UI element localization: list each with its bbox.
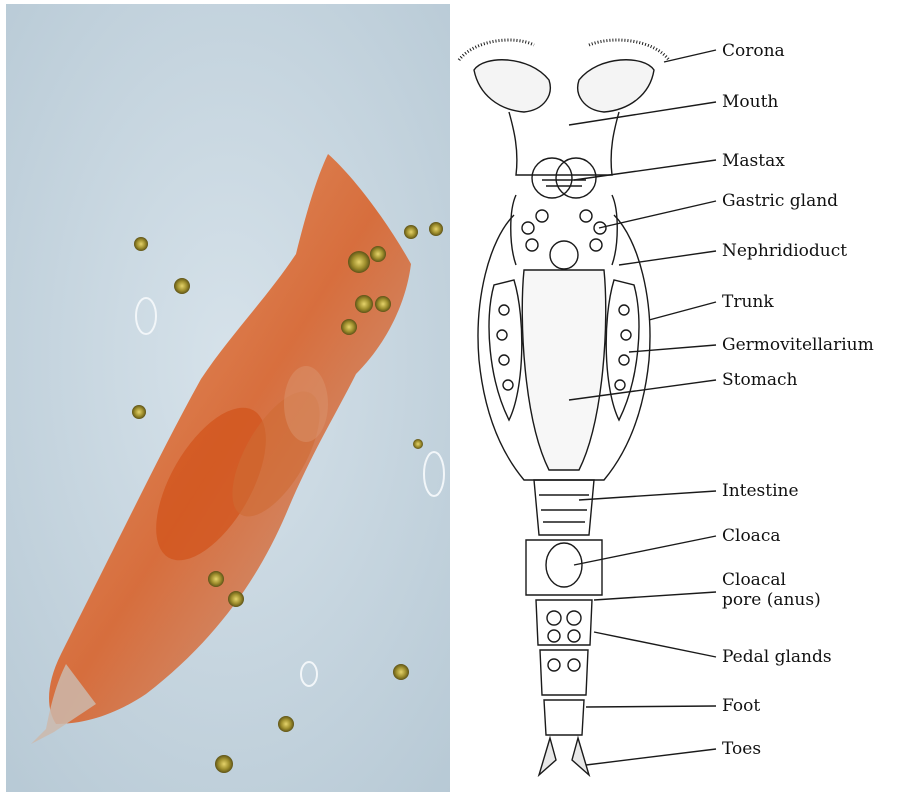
rotifer-diagram: Corona Mouth Mastax Gastric gland Nephri…: [454, 0, 916, 796]
label-mouth: Mouth: [722, 92, 778, 112]
label-trunk: Trunk: [722, 292, 774, 312]
label-cloaca: Cloaca: [722, 526, 780, 546]
micrograph-image: [6, 4, 450, 792]
label-corona: Corona: [722, 41, 785, 61]
label-gastric-gland: Gastric gland: [722, 191, 838, 211]
label-intestine: Intestine: [722, 481, 799, 501]
label-mastax: Mastax: [722, 151, 785, 171]
rotifer-micrograph: [6, 4, 450, 792]
rotifer-line-drawing: [454, 0, 916, 796]
label-germovitellarium: Germovitellarium: [722, 335, 874, 355]
label-stomach: Stomach: [722, 370, 797, 390]
label-foot: Foot: [722, 696, 760, 716]
label-pedal-glands: Pedal glands: [722, 647, 832, 667]
label-toes: Toes: [722, 739, 761, 759]
label-cloacal-pore: Cloacal pore (anus): [722, 570, 821, 610]
label-nephridioduct: Nephridioduct: [722, 241, 847, 261]
